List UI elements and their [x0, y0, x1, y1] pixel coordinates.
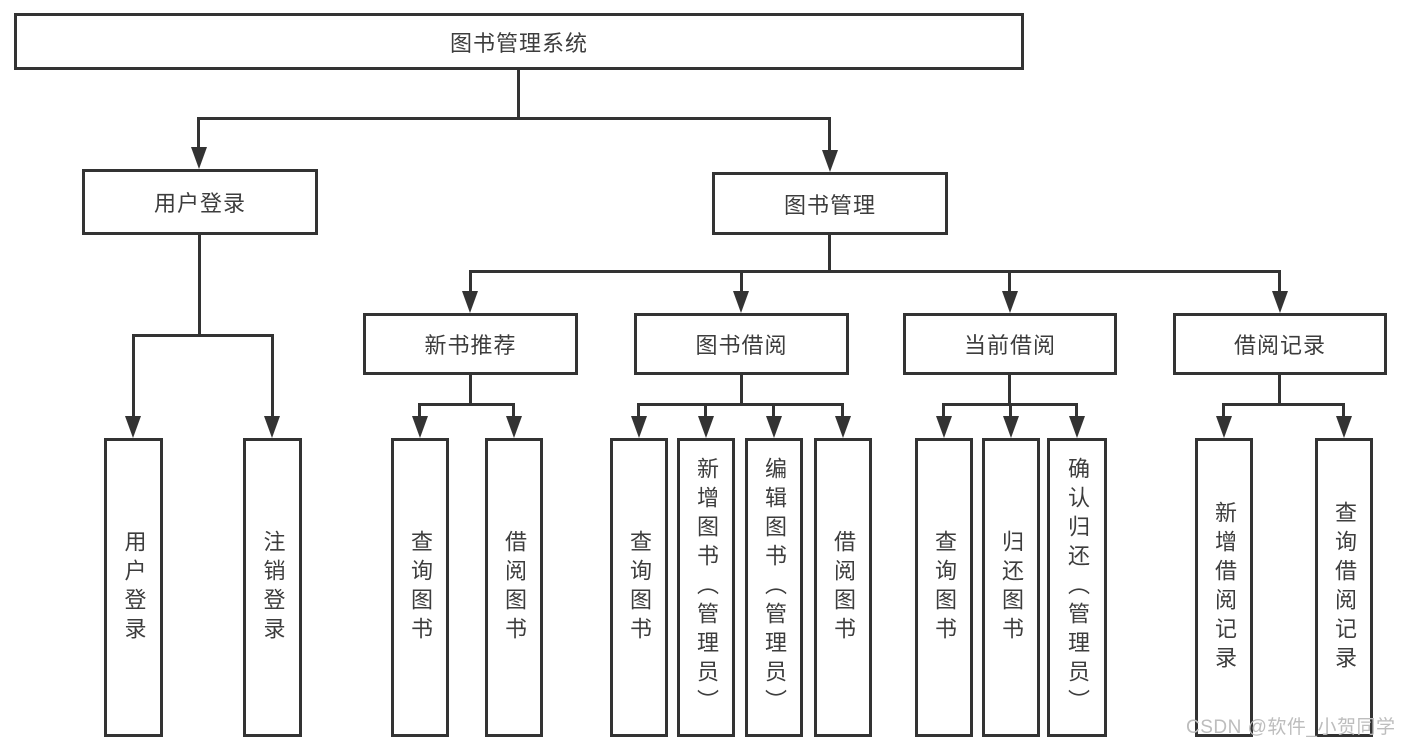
leaf-query-books-borrow: 查询图书	[610, 438, 668, 737]
node-new-book-recommend: 新书推荐	[363, 313, 578, 375]
connector-stub	[704, 403, 707, 419]
connector-stub	[772, 403, 775, 419]
node-label: 借阅图书	[831, 529, 856, 646]
arrow-down-icon	[1272, 291, 1288, 313]
connector-stub	[1009, 403, 1012, 419]
arrow-down-icon	[412, 416, 428, 438]
arrow-down-icon	[631, 416, 647, 438]
node-label: 新增借阅记录	[1212, 500, 1237, 675]
connector-stub	[271, 334, 274, 420]
connector-level1	[197, 117, 831, 120]
connector-stub	[637, 403, 640, 419]
node-label: 查询图书	[408, 529, 433, 646]
node-current-borrowing: 当前借阅	[903, 313, 1117, 375]
arrow-down-icon	[1003, 416, 1019, 438]
connector-stub	[469, 270, 472, 296]
arrow-down-icon	[936, 416, 952, 438]
arrow-down-icon	[698, 416, 714, 438]
node-book-borrowing: 图书借阅	[634, 313, 849, 375]
connector-stub	[1222, 403, 1225, 419]
watermark: CSDN @软件_小贺同学	[1186, 717, 1396, 738]
leaf-return-book: 归还图书	[982, 438, 1040, 737]
leaf-add-borrow-record: 新增借阅记录	[1195, 438, 1253, 737]
arrow-down-icon	[1336, 416, 1352, 438]
node-library-system: 图书管理系统	[14, 13, 1024, 70]
arrow-down-icon	[1002, 291, 1018, 313]
arrow-down-icon	[1216, 416, 1232, 438]
connector-bookmgmt-trunk	[828, 235, 831, 273]
node-label: 新增图书（管理员）	[694, 457, 719, 718]
connector-userlogin-trunk	[198, 235, 201, 336]
connector-stub	[1278, 270, 1281, 296]
connector-stub	[512, 403, 515, 419]
connector-group1	[132, 334, 274, 337]
connector-stub	[942, 403, 945, 419]
node-label: 图书管理	[783, 192, 876, 218]
node-label: 注销登录	[260, 529, 286, 646]
connector-root-trunk	[517, 70, 520, 120]
arrow-down-icon	[822, 150, 838, 172]
arrow-down-icon	[191, 147, 207, 169]
node-label: 新书推荐	[424, 333, 517, 358]
connector-stub	[418, 403, 421, 419]
arrow-down-icon	[125, 416, 141, 438]
arrow-down-icon	[766, 416, 782, 438]
arrow-down-icon	[264, 416, 280, 438]
connector-stub	[132, 334, 135, 420]
node-user-login: 用户登录	[82, 169, 318, 235]
connector-stub	[1008, 270, 1011, 296]
connector-stub	[740, 270, 743, 296]
leaf-user-login: 用户登录	[104, 438, 163, 737]
arrow-down-icon	[462, 291, 478, 313]
leaf-query-borrow-record: 查询借阅记录	[1315, 438, 1373, 737]
arrow-down-icon	[733, 291, 749, 313]
connector-stub	[197, 117, 200, 151]
node-label: 用户登录	[121, 529, 147, 646]
arrow-down-icon	[1069, 416, 1085, 438]
node-label: 编辑图书（管理员）	[762, 457, 787, 718]
node-label: 借阅记录	[1233, 333, 1326, 358]
connector-section-trunk	[740, 375, 743, 406]
leaf-confirm-return-admin: 确认归还（管理员）	[1047, 438, 1107, 737]
node-label: 借阅图书	[502, 529, 527, 646]
leaf-add-book-admin: 新增图书（管理员）	[677, 438, 735, 737]
node-label: 归还图书	[999, 529, 1024, 646]
connector-group5	[1222, 403, 1345, 406]
connector-level3	[469, 270, 1281, 273]
connector-group2	[418, 403, 515, 406]
node-label: 查询图书	[932, 529, 957, 646]
leaf-edit-book-admin: 编辑图书（管理员）	[745, 438, 803, 737]
leaf-logout: 注销登录	[243, 438, 302, 737]
node-book-management: 图书管理	[712, 172, 948, 235]
arrow-down-icon	[506, 416, 522, 438]
node-label: 查询借阅记录	[1332, 500, 1357, 675]
connector-stub	[841, 403, 844, 419]
leaf-borrow-book-recommend: 借阅图书	[485, 438, 543, 737]
connector-stub	[828, 117, 831, 154]
node-label: 查询图书	[627, 529, 652, 646]
node-label: 确认归还（管理员）	[1065, 457, 1090, 718]
connector-section-trunk	[1278, 375, 1281, 406]
node-label: 用户登录	[153, 191, 246, 216]
arrow-down-icon	[835, 416, 851, 438]
connector-section-trunk	[1008, 375, 1011, 406]
node-label: 图书借阅	[695, 333, 788, 358]
connector-group3	[637, 403, 844, 406]
leaf-query-books-current: 查询图书	[915, 438, 973, 737]
leaf-borrow-book: 借阅图书	[814, 438, 872, 737]
connector-stub	[1342, 403, 1345, 419]
connector-stub	[1075, 403, 1078, 419]
leaf-query-books-recommend: 查询图书	[391, 438, 449, 737]
node-borrowing-records: 借阅记录	[1173, 313, 1387, 375]
node-label: 当前借阅	[963, 333, 1056, 358]
node-label: 图书管理系统	[449, 30, 588, 56]
connector-section-trunk	[469, 375, 472, 406]
